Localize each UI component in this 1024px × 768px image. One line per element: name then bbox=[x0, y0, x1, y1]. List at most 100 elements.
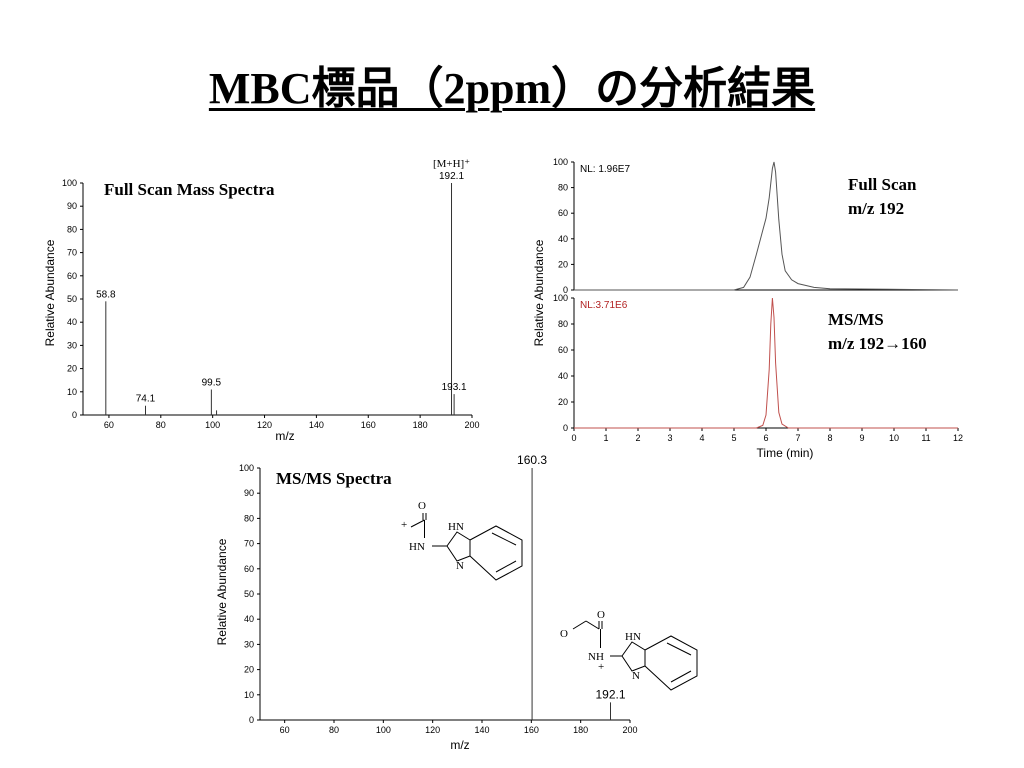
x-tick-label: 7 bbox=[795, 433, 800, 443]
parent-structure bbox=[572, 620, 698, 691]
fragment-hn-ring-label: HN bbox=[448, 521, 464, 533]
trace-label-line2: m/z 192→160 bbox=[828, 334, 927, 353]
fragment-hn-label: HN bbox=[409, 541, 425, 553]
y-tick-label: 0 bbox=[563, 423, 568, 433]
x-tick-label: 60 bbox=[104, 420, 114, 430]
y-tick-label: 20 bbox=[558, 259, 568, 269]
y-tick-label: 30 bbox=[244, 639, 254, 649]
peak-label: 192.1 bbox=[439, 171, 464, 182]
y-tick-label: 70 bbox=[67, 248, 77, 258]
y-tick-label: 50 bbox=[67, 294, 77, 304]
y-tick-label: 10 bbox=[244, 690, 254, 700]
y-tick-label: 20 bbox=[67, 364, 77, 374]
y-tick-label: 50 bbox=[244, 589, 254, 599]
x-tick-label: 5 bbox=[731, 433, 736, 443]
chart-title: Full Scan Mass Spectra bbox=[104, 180, 275, 199]
fragment-o-label: O bbox=[418, 500, 426, 512]
x-tick-label: 12 bbox=[953, 433, 963, 443]
series-line bbox=[574, 297, 958, 429]
trace-label-line2: m/z 192 bbox=[848, 199, 904, 218]
trace-label-line1: Full Scan bbox=[848, 175, 917, 194]
fragment-structure-labels: O + HN HN N bbox=[401, 500, 464, 572]
y-tick-label: 0 bbox=[563, 285, 568, 295]
parent-nh-label: NH bbox=[588, 651, 604, 663]
y-tick-label: 40 bbox=[67, 317, 77, 327]
y-tick-label: 90 bbox=[67, 201, 77, 211]
x-axis-label: Time (min) bbox=[757, 446, 814, 460]
peak-label: 58.8 bbox=[96, 289, 116, 300]
x-tick-label: 200 bbox=[464, 420, 479, 430]
x-tick-label: 2 bbox=[635, 433, 640, 443]
x-tick-label: 120 bbox=[257, 420, 272, 430]
y-tick-label: 40 bbox=[558, 234, 568, 244]
y-tick-label: 0 bbox=[249, 715, 254, 725]
y-tick-label: 20 bbox=[558, 397, 568, 407]
y-tick-label: 100 bbox=[239, 463, 254, 473]
top-peak-note: [M+H]⁺ bbox=[433, 158, 470, 170]
y-tick-label: 60 bbox=[67, 271, 77, 281]
x-tick-label: 0 bbox=[571, 433, 576, 443]
y-tick-label: 60 bbox=[558, 208, 568, 218]
x-tick-label: 11 bbox=[921, 433, 930, 443]
x-axis-label: m/z bbox=[450, 738, 469, 752]
x-tick-label: 9 bbox=[859, 433, 864, 443]
x-tick-label: 60 bbox=[280, 725, 290, 735]
y-tick-label: 100 bbox=[553, 293, 568, 303]
y-tick-label: 60 bbox=[244, 564, 254, 574]
x-tick-label: 80 bbox=[156, 420, 166, 430]
y-tick-label: 20 bbox=[244, 665, 254, 675]
y-tick-label: 30 bbox=[67, 340, 77, 350]
x-tick-label: 80 bbox=[329, 725, 339, 735]
x-tick-label: 3 bbox=[667, 433, 672, 443]
y-tick-label: 40 bbox=[244, 614, 254, 624]
y-tick-label: 70 bbox=[244, 539, 254, 549]
parent-structure-labels: O O HN NH + N bbox=[560, 609, 641, 682]
parent-plus-label: + bbox=[598, 661, 604, 673]
x-tick-label: 140 bbox=[309, 420, 324, 430]
y-tick-label: 100 bbox=[553, 157, 568, 167]
y-axis-label: Relative Abundance bbox=[43, 239, 57, 346]
parent-o1-label: O bbox=[597, 609, 605, 621]
series-line bbox=[574, 161, 959, 291]
x-tick-label: 1 bbox=[603, 433, 608, 443]
parent-n-label: N bbox=[632, 670, 640, 682]
y-axis-label: Relative Abundance bbox=[215, 538, 229, 645]
y-tick-label: 0 bbox=[72, 410, 77, 420]
peak-label: 192.1 bbox=[595, 687, 625, 701]
peak-label: 74.1 bbox=[136, 394, 156, 405]
x-tick-label: 160 bbox=[361, 420, 376, 430]
y-tick-label: 80 bbox=[558, 183, 568, 193]
trace-label-line1: MS/MS bbox=[828, 310, 884, 329]
x-tick-label: 160 bbox=[524, 725, 539, 735]
fragment-structure bbox=[410, 513, 523, 581]
x-tick-label: 180 bbox=[573, 725, 588, 735]
parent-o2-label: O bbox=[560, 628, 568, 640]
x-tick-label: 4 bbox=[699, 433, 704, 443]
peak-label: 160.3 bbox=[517, 453, 547, 467]
normalization-level: NL:3.71E6 bbox=[580, 300, 628, 311]
parent-hn-label: HN bbox=[625, 631, 641, 643]
x-tick-label: 100 bbox=[205, 420, 220, 430]
peak-label: 99.5 bbox=[202, 377, 222, 388]
y-tick-label: 100 bbox=[62, 178, 77, 188]
y-tick-label: 80 bbox=[244, 513, 254, 523]
x-tick-label: 6 bbox=[763, 433, 768, 443]
x-tick-label: 200 bbox=[622, 725, 637, 735]
x-tick-label: 140 bbox=[474, 725, 489, 735]
y-tick-label: 10 bbox=[67, 387, 77, 397]
normalization-level: NL: 1.96E7 bbox=[580, 164, 630, 175]
x-tick-label: 10 bbox=[889, 433, 899, 443]
y-tick-label: 40 bbox=[558, 371, 568, 381]
x-tick-label: 100 bbox=[376, 725, 391, 735]
y-axis-label: Relative Abundance bbox=[532, 239, 546, 346]
x-axis-label: m/z bbox=[275, 429, 294, 443]
x-tick-label: 180 bbox=[413, 420, 428, 430]
x-tick-label: 8 bbox=[827, 433, 832, 443]
peak-label: 193.1 bbox=[442, 382, 467, 393]
page-title: MBC標品（2ppm）の分析結果 bbox=[208, 64, 816, 113]
chart-title: MS/MS Spectra bbox=[276, 469, 392, 488]
y-tick-label: 60 bbox=[558, 345, 568, 355]
